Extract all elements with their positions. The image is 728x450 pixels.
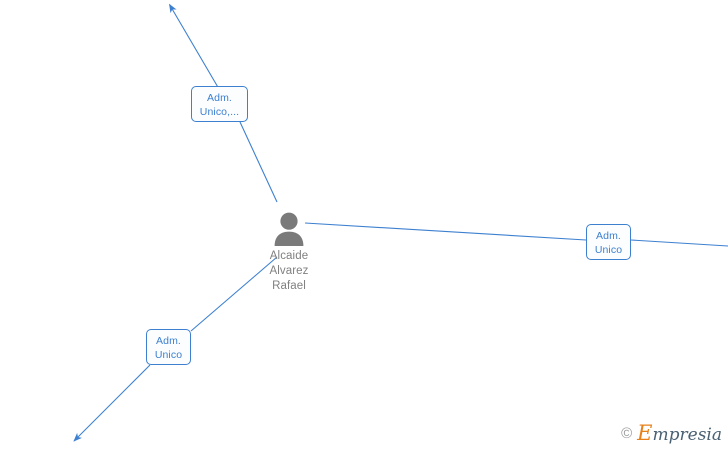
person-silhouette-icon bbox=[274, 212, 304, 246]
relation-node-right[interactable]: Adm. Unico bbox=[586, 224, 631, 260]
edge-top-arrow bbox=[169, 3, 220, 90]
copyright-icon: © bbox=[621, 425, 633, 442]
empresia-logo-initial: E bbox=[637, 421, 653, 445]
edge-bottom-left-arrow bbox=[73, 364, 151, 442]
relation-node-top[interactable]: Adm. Unico,... bbox=[191, 86, 248, 122]
relation-node-bottom-left[interactable]: Adm. Unico bbox=[146, 329, 191, 365]
edge-top-to-center bbox=[239, 121, 278, 203]
empresia-logo-rest: mpresia bbox=[652, 425, 723, 445]
empresia-logo-text: Empresia bbox=[637, 423, 722, 444]
center-person-label: Alcaide Alvarez Rafael bbox=[269, 250, 309, 292]
center-person-node[interactable]: Alcaide Alvarez Rafael bbox=[229, 212, 349, 294]
empresia-watermark: © Empresia bbox=[621, 423, 722, 444]
edge-right-to-offcanvas bbox=[630, 239, 728, 247]
